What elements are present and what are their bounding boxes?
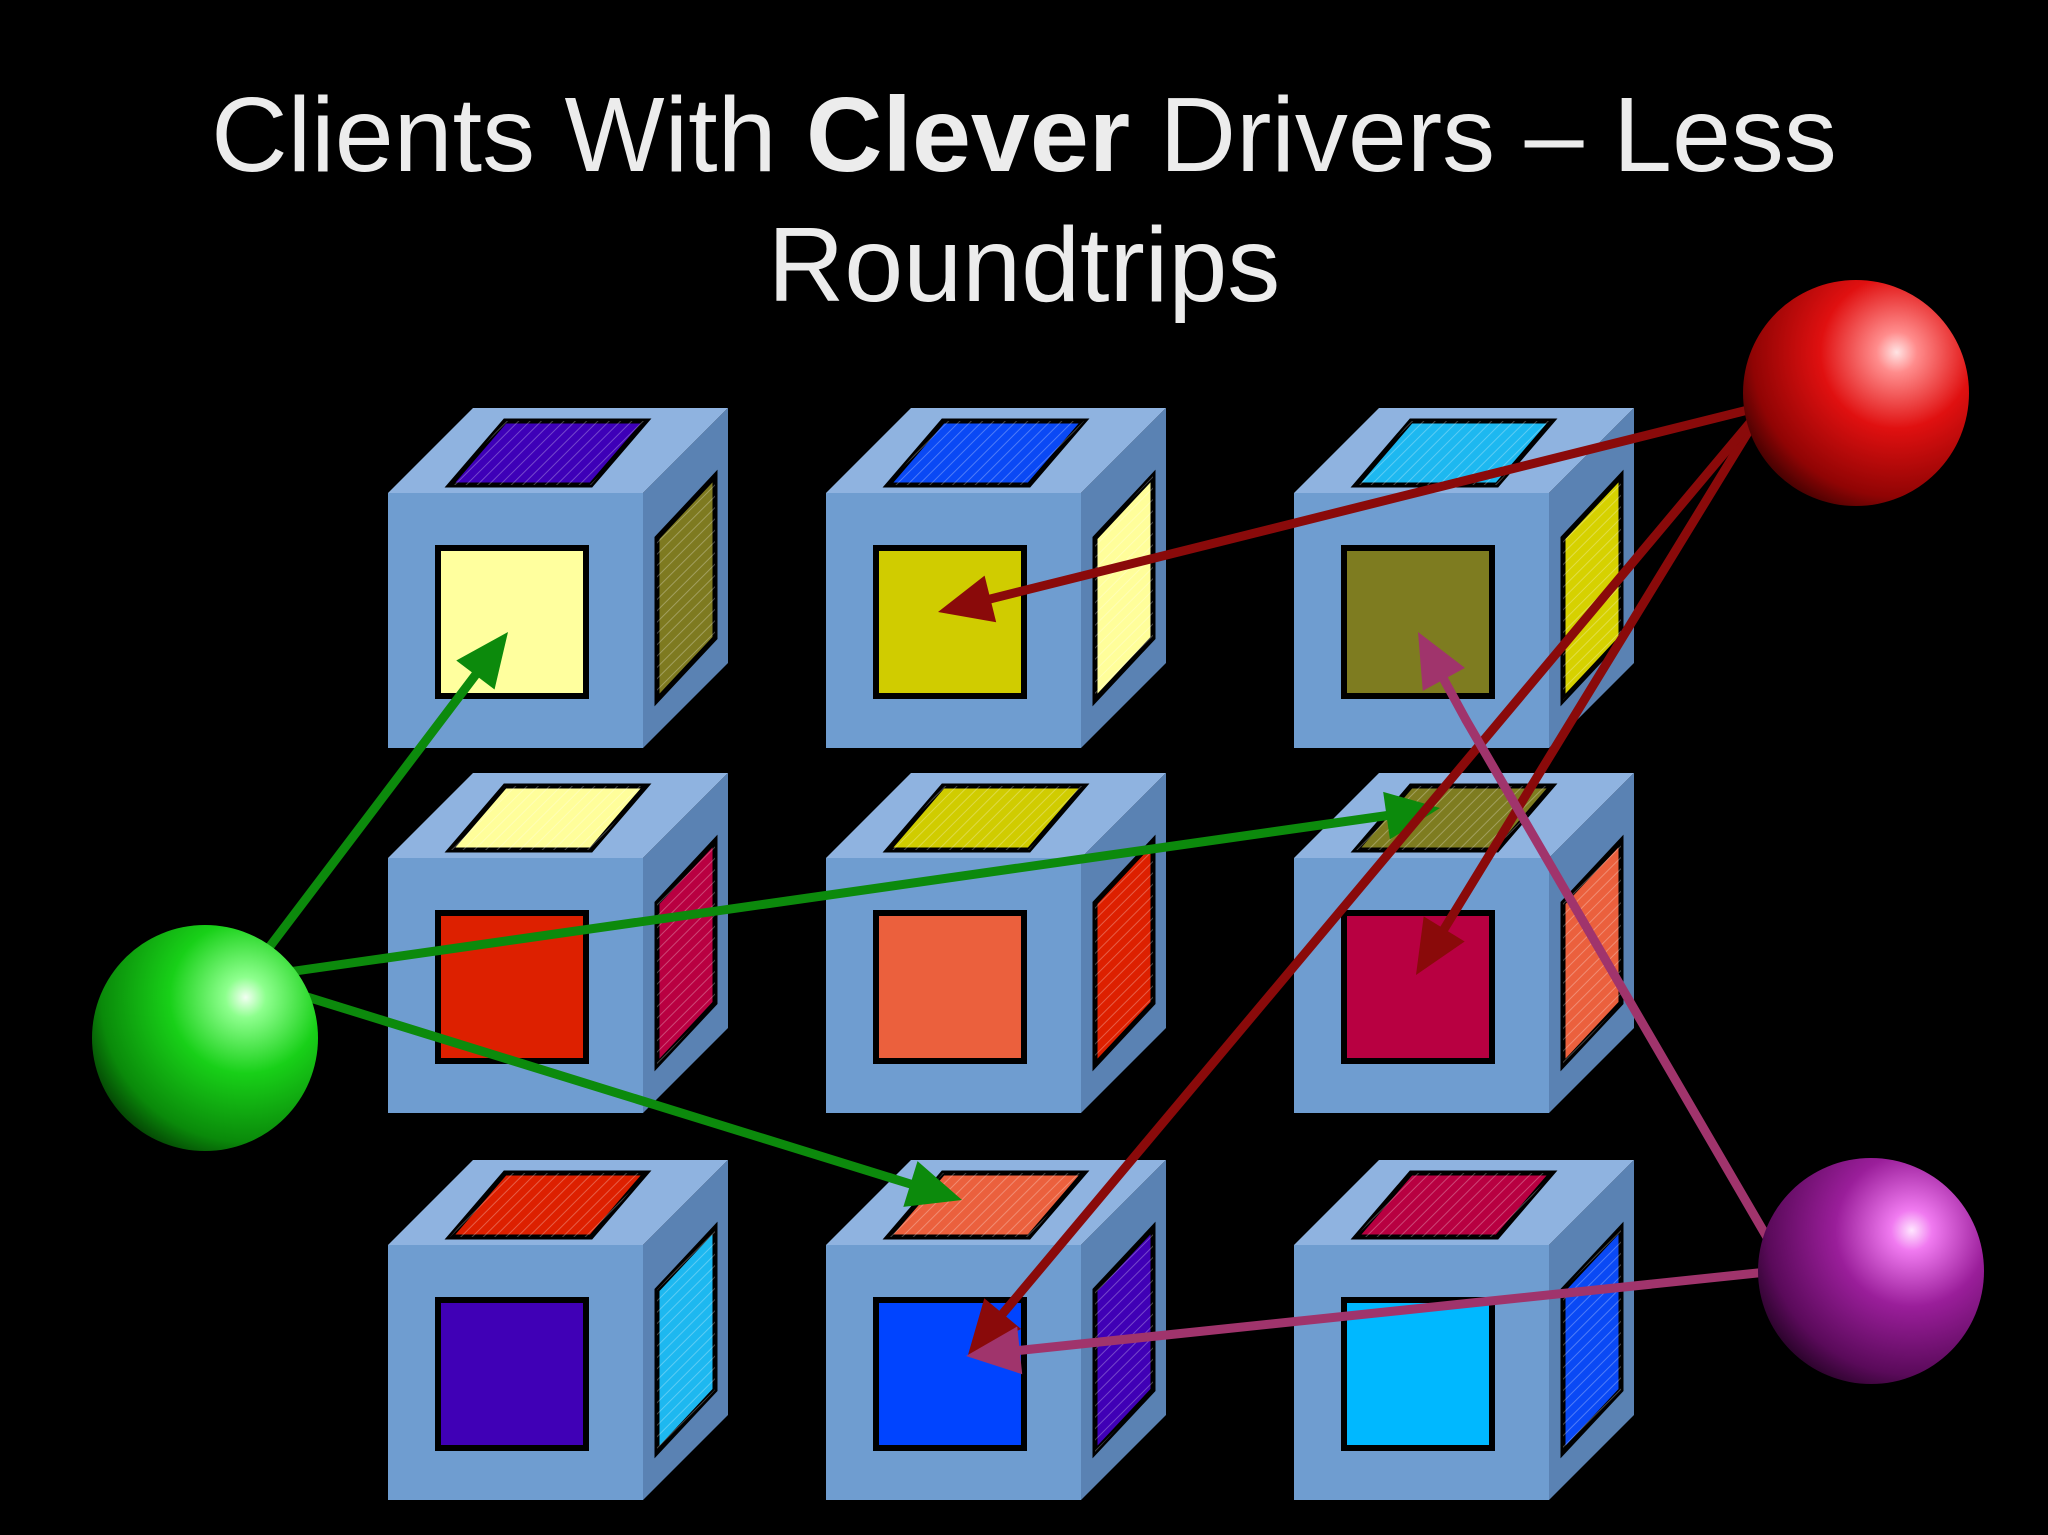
arrow-red-to-cube-r2c3 <box>1416 401 1769 975</box>
cube-side-hatch <box>1563 1228 1621 1452</box>
arrow-head <box>1418 632 1465 691</box>
cube-side-hatch <box>1095 841 1153 1065</box>
arrow-shaft <box>1439 674 1471 725</box>
spheres-layer <box>92 280 1984 1384</box>
arrow-head <box>1383 791 1440 840</box>
cube-front-panel <box>1341 1297 1495 1451</box>
arrows-layer <box>241 401 1791 1375</box>
slide-title: Clients With Clever Drivers – Less Round… <box>0 70 2048 330</box>
arrow-shaft <box>985 401 1769 604</box>
cube-r3c1 <box>388 1160 728 1500</box>
arrow-shaft <box>241 670 480 983</box>
arrow-head <box>456 632 508 690</box>
cube-r2c2 <box>826 773 1166 1113</box>
arrow-head <box>966 1326 1023 1375</box>
cube-r1c3 <box>1294 408 1634 748</box>
cube-top-hatch <box>450 786 646 850</box>
green-client-sphere <box>92 925 318 1151</box>
cube-front-panel <box>1341 545 1495 699</box>
title-part2: Drivers – Less <box>1130 76 1837 194</box>
arrow-green-to-cube-r1c1 <box>241 632 508 983</box>
cube-side-hatch <box>1095 476 1153 700</box>
arrow-shaft <box>241 973 915 1189</box>
purple-client-sphere <box>1758 1158 1984 1384</box>
arrow-shaft <box>241 811 1392 983</box>
cube-side-hatch <box>1563 841 1621 1065</box>
title-line2: Roundtrips <box>767 206 1281 324</box>
title-part1: Clients With <box>211 76 806 194</box>
arrow-shaft <box>1015 1265 1791 1355</box>
cube-top-hatch <box>1356 1173 1552 1237</box>
arrow-shaft <box>998 401 1769 1319</box>
cube-front-panel <box>435 545 589 699</box>
arrow-head <box>903 1161 962 1207</box>
arrow-red-to-cube-r1c2 <box>938 401 1769 623</box>
arrow-purple-to-cube-r1c3 <box>1418 632 1471 725</box>
title-bold: Clever <box>805 76 1131 194</box>
cube-front-panel <box>873 910 1027 1064</box>
cube-side-hatch <box>1563 476 1621 700</box>
arrow-purple-to-cube-r3c2 <box>966 1265 1791 1375</box>
red-client-sphere <box>1743 280 1969 506</box>
arrow-head <box>938 575 997 623</box>
cube-top-hatch <box>888 421 1084 485</box>
cube-front-panel <box>1341 910 1495 1064</box>
arrow-green-to-cube-r2c3 <box>241 791 1440 983</box>
cube-top-hatch <box>450 421 646 485</box>
cube-r1c2 <box>826 408 1166 748</box>
cube-r2c1 <box>388 773 728 1113</box>
cube-side-hatch <box>657 476 715 700</box>
arrow-red-to-cube-r3c2 <box>968 401 1769 1355</box>
cube-side-hatch <box>657 1228 715 1452</box>
cube-top-hatch <box>450 1173 646 1237</box>
cube-r3c3 <box>1294 1160 1634 1500</box>
cube-r1c1 <box>388 408 728 748</box>
arrow-shaft <box>1439 401 1769 934</box>
cube-top-hatch <box>888 786 1084 850</box>
cube-front-panel <box>873 545 1027 699</box>
arrow-head <box>1416 916 1465 975</box>
cube-front-panel <box>435 1297 589 1451</box>
arrow-head <box>968 1298 1022 1355</box>
arrow-purple-shaft-up <box>1461 715 1791 1275</box>
cube-side-hatch <box>657 841 715 1065</box>
arrow-green-to-cube-r3c2 <box>241 973 962 1207</box>
